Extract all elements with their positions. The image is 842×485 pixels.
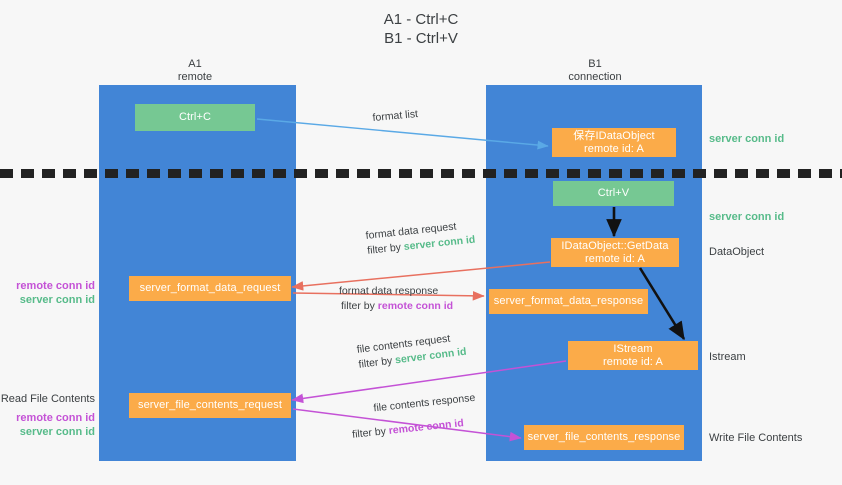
box-server-format-data-request[interactable]: server_format_data_request: [129, 276, 291, 301]
edge-label-file-contents-request: file contents request filter by server c…: [356, 330, 467, 373]
box-istream[interactable]: IStream remote id: A: [568, 341, 698, 370]
box-save-idataobject[interactable]: 保存IDataObject remote id: A: [552, 128, 676, 157]
note-istream: Istream: [709, 351, 746, 363]
box-ctrl-v[interactable]: Ctrl+V: [553, 181, 674, 206]
edge-label-file-contents-response-text: file contents response: [372, 391, 476, 415]
edge-label-format-data-response-filter: filter by remote conn id: [339, 299, 453, 314]
filter-prefix: filter by: [366, 241, 405, 257]
box-server-file-contents-response[interactable]: server_file_contents_response: [524, 425, 684, 450]
edge-label-format-data-response-text: format data response: [339, 285, 439, 297]
note-server-conn-id-upper: server conn id: [19, 294, 95, 306]
box-idataobject-getdata[interactable]: IDataObject::GetData remote id: A: [551, 238, 679, 267]
page-title: A1 - Ctrl+C B1 - Ctrl+V: [383, 11, 459, 47]
filter-prefix: filter by: [357, 354, 396, 371]
box-server-file-contents-request[interactable]: server_file_contents_request: [129, 393, 291, 418]
note-dataobject: DataObject: [709, 246, 765, 258]
note-conn-ids-lower: remote conn id server conn id: [0, 411, 95, 439]
column-header-a1: A1 remote: [177, 58, 213, 83]
box-server-format-data-response[interactable]: server_format_data_response: [489, 289, 648, 314]
filter-prefix: filter by: [341, 300, 378, 312]
edge-label-file-contents-response-filter: filter by remote conn id: [352, 415, 479, 443]
box-ctrl-c[interactable]: Ctrl+C: [135, 104, 255, 131]
edge-label-format-list: format list: [372, 108, 419, 124]
filter-value-remote-conn-id: remote conn id: [377, 300, 454, 312]
note-write-file-contents: Write File Contents: [709, 432, 803, 444]
edge-label-format-data-request: format data request filter by server con…: [365, 218, 476, 259]
filter-value-remote-conn-id: remote conn id: [388, 417, 465, 437]
edge-label-file-contents-response: file contents response filter by remote …: [349, 391, 479, 443]
edge-label-format-data-response: format data response filter by remote co…: [339, 284, 453, 314]
phase-divider: [0, 169, 842, 178]
note-server-conn-id-top: server conn id: [709, 133, 785, 145]
note-remote-conn-id-upper: remote conn id: [16, 280, 95, 292]
note-conn-ids-upper: remote conn id server conn id: [0, 279, 95, 307]
note-remote-conn-id-lower: remote conn id: [16, 412, 95, 424]
note-server-conn-id-mid: server conn id: [709, 211, 785, 223]
filter-prefix: filter by: [351, 425, 390, 441]
note-server-conn-id-lower: server conn id: [19, 426, 95, 438]
note-read-file-contents: Read File Contents: [0, 393, 95, 405]
column-header-b1: B1 connection: [568, 58, 622, 83]
